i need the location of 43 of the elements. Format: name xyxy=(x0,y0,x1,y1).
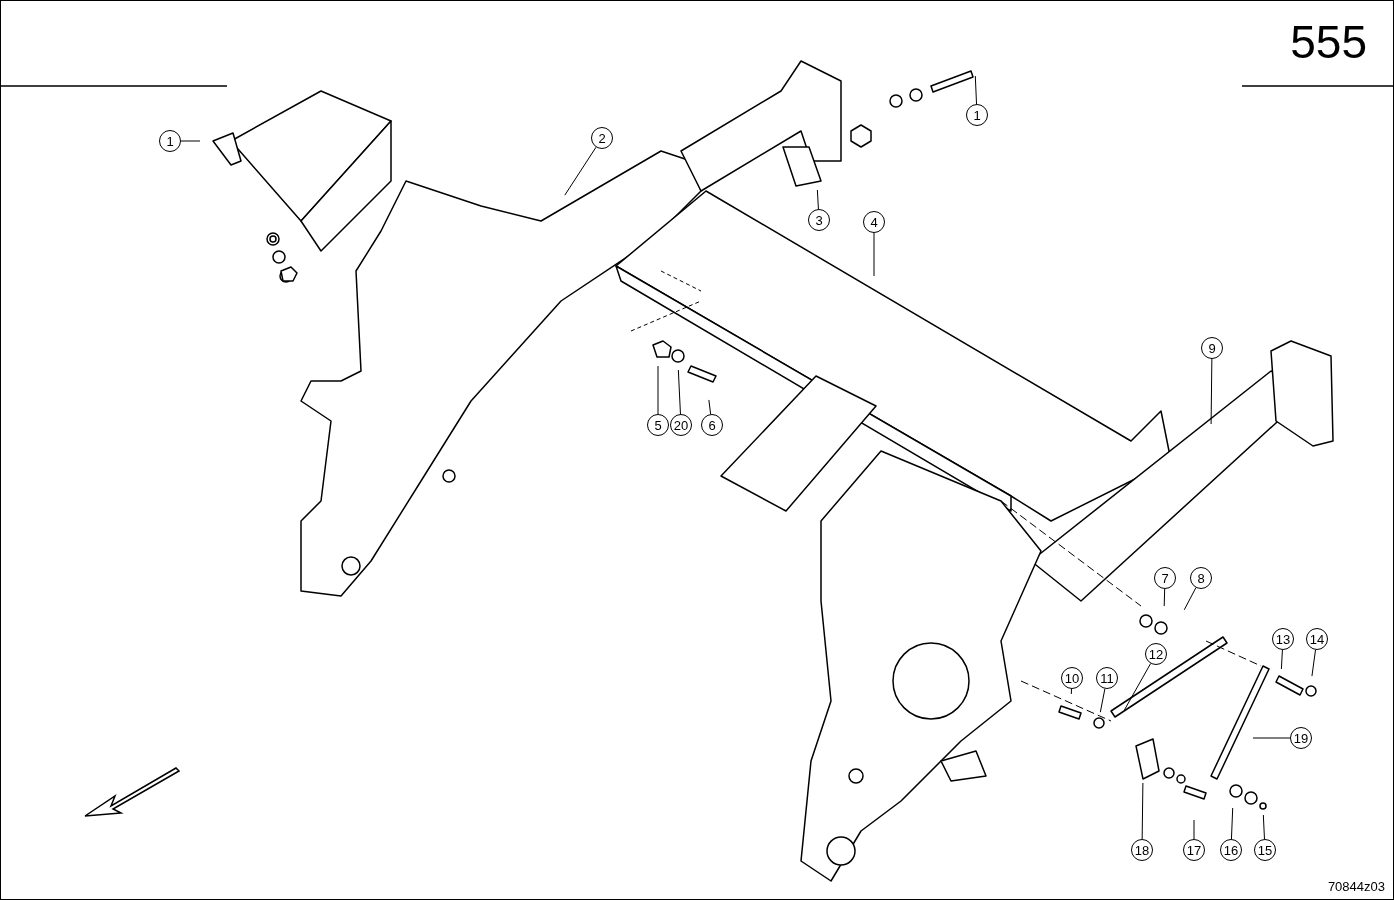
callout-number: 15 xyxy=(1254,839,1276,861)
callout-number: 3 xyxy=(808,209,830,231)
page-number: 555 xyxy=(1290,19,1367,65)
leader-line xyxy=(974,75,977,105)
leader-line xyxy=(1141,782,1144,840)
leader-line xyxy=(657,365,659,415)
callout-number: 7 xyxy=(1154,567,1176,589)
leader-line xyxy=(1070,688,1072,695)
leader-line xyxy=(1280,649,1283,670)
leader-line xyxy=(1210,358,1213,425)
leader-line xyxy=(708,399,712,415)
leader-line xyxy=(873,232,875,277)
callout-number: 13 xyxy=(1272,628,1294,650)
leader-line xyxy=(1311,649,1316,677)
callout-number: 10 xyxy=(1061,667,1083,689)
leader-line xyxy=(1123,663,1152,711)
callout-number: 9 xyxy=(1201,337,1223,359)
callout-number: 4 xyxy=(863,211,885,233)
leader-line xyxy=(1252,737,1291,739)
callout-number: 1 xyxy=(966,104,988,126)
leader-line xyxy=(1163,588,1166,607)
drawing-number: 70844z03 xyxy=(1327,880,1385,893)
callout-number: 12 xyxy=(1145,643,1167,665)
leader-line xyxy=(180,140,201,142)
callout-number: 20 xyxy=(670,414,692,436)
leader-line xyxy=(1230,807,1234,840)
callout-number: 19 xyxy=(1290,727,1312,749)
leader-line xyxy=(1183,587,1197,611)
callout-number: 5 xyxy=(647,414,669,436)
leader-line xyxy=(1262,814,1265,840)
leader-line xyxy=(1099,688,1106,713)
callout-number: 8 xyxy=(1190,567,1212,589)
callout-number: 17 xyxy=(1183,839,1205,861)
callout-number: 6 xyxy=(701,414,723,436)
leader-line xyxy=(677,369,681,415)
callout-number: 18 xyxy=(1131,839,1153,861)
callout-number: 2 xyxy=(591,127,613,149)
callout-number: 11 xyxy=(1096,667,1118,689)
leader-line xyxy=(816,189,819,210)
leader-line xyxy=(1193,819,1195,840)
callout-number: 14 xyxy=(1306,628,1328,650)
callout-number: 16 xyxy=(1220,839,1242,861)
callout-number: 1 xyxy=(159,130,181,152)
